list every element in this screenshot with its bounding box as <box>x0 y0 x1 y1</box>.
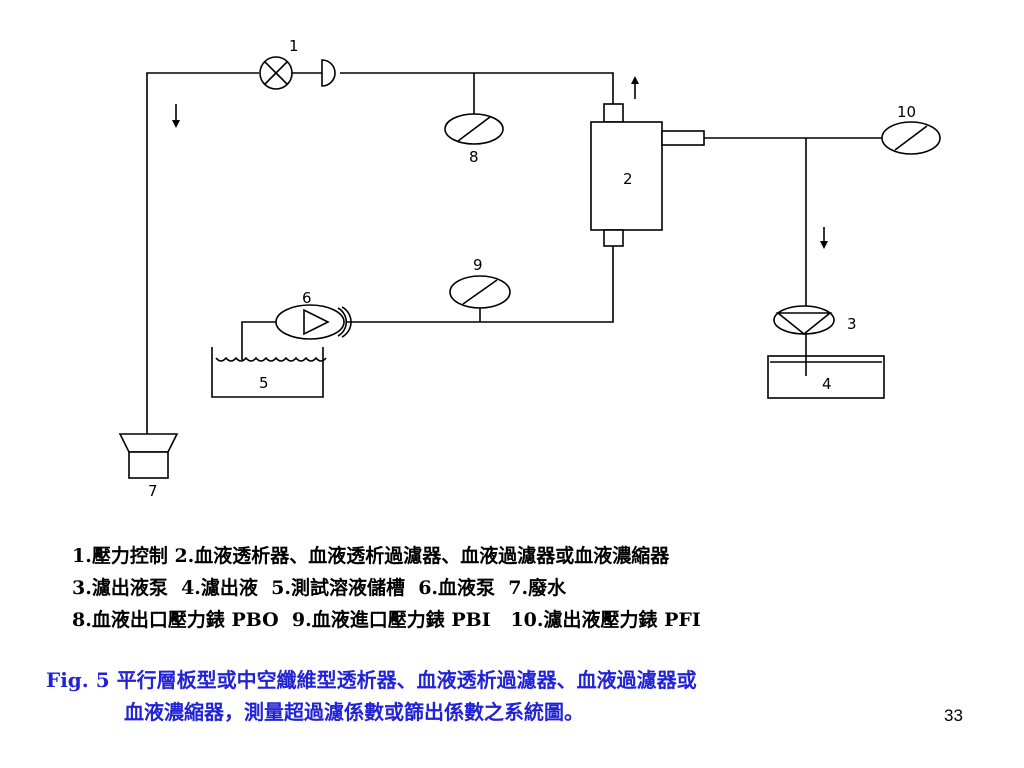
label-5: 5 <box>259 374 269 392</box>
flow-arrow-up <box>631 76 639 99</box>
label-6: 6 <box>302 289 312 307</box>
waste-water-container <box>118 433 179 479</box>
inlet-pressure-gauge <box>449 275 511 309</box>
label-1: 1 <box>289 37 299 55</box>
pressure-control-valve <box>259 56 336 90</box>
legend-line-1: 1.壓力控制 2.血液透析器、血液透析過濾器、血液過濾器或血液濃縮器 <box>72 545 670 567</box>
legend-line-3: 8.血液出口壓力錶 PBO 9.血液進口壓力錶 PBI 10.濾出液壓力錶 PF… <box>72 609 701 631</box>
label-8: 8 <box>469 148 479 166</box>
label-9: 9 <box>473 256 483 274</box>
page-number: 33 <box>944 706 963 725</box>
blood-pump <box>275 304 352 340</box>
label-10: 10 <box>897 103 916 121</box>
legend-line-2: 3.濾出液泵 4.濾出液 5.測試溶液儲槽 6.血液泵 7.廢水 <box>72 577 567 599</box>
outlet-pressure-gauge <box>444 113 504 145</box>
caption-line-1: Fig. 5 平行層板型或中空纖維型透析器、血液透析過濾器、血液過濾器或 <box>46 668 697 692</box>
caption-line-2: 血液濃縮器，測量超過濾係數或篩出係數之系統圖。 <box>124 700 584 724</box>
filtrate-container <box>767 355 885 399</box>
label-2: 2 <box>623 170 633 188</box>
test-solution-tank <box>211 347 327 398</box>
label-7: 7 <box>148 482 158 500</box>
tubing <box>146 72 883 434</box>
figure-caption: Fig. 5 平行層板型或中空纖維型透析器、血液透析過濾器、血液過濾器或 血液濃… <box>46 664 976 728</box>
flow-arrow-down-right <box>820 227 828 249</box>
dialyzer <box>590 103 705 247</box>
filtrate-pump <box>773 305 835 336</box>
filtrate-pressure-gauge <box>881 121 941 155</box>
label-3: 3 <box>847 315 857 333</box>
component-legend: 1.壓力控制 2.血液透析器、血液透析過濾器、血液過濾器或血液濃縮器 3.濾出液… <box>72 540 972 636</box>
flow-arrow-down-left <box>172 104 180 128</box>
label-4: 4 <box>822 375 832 393</box>
system-diagram: 1 2 3 4 5 6 7 8 9 10 <box>118 37 941 500</box>
